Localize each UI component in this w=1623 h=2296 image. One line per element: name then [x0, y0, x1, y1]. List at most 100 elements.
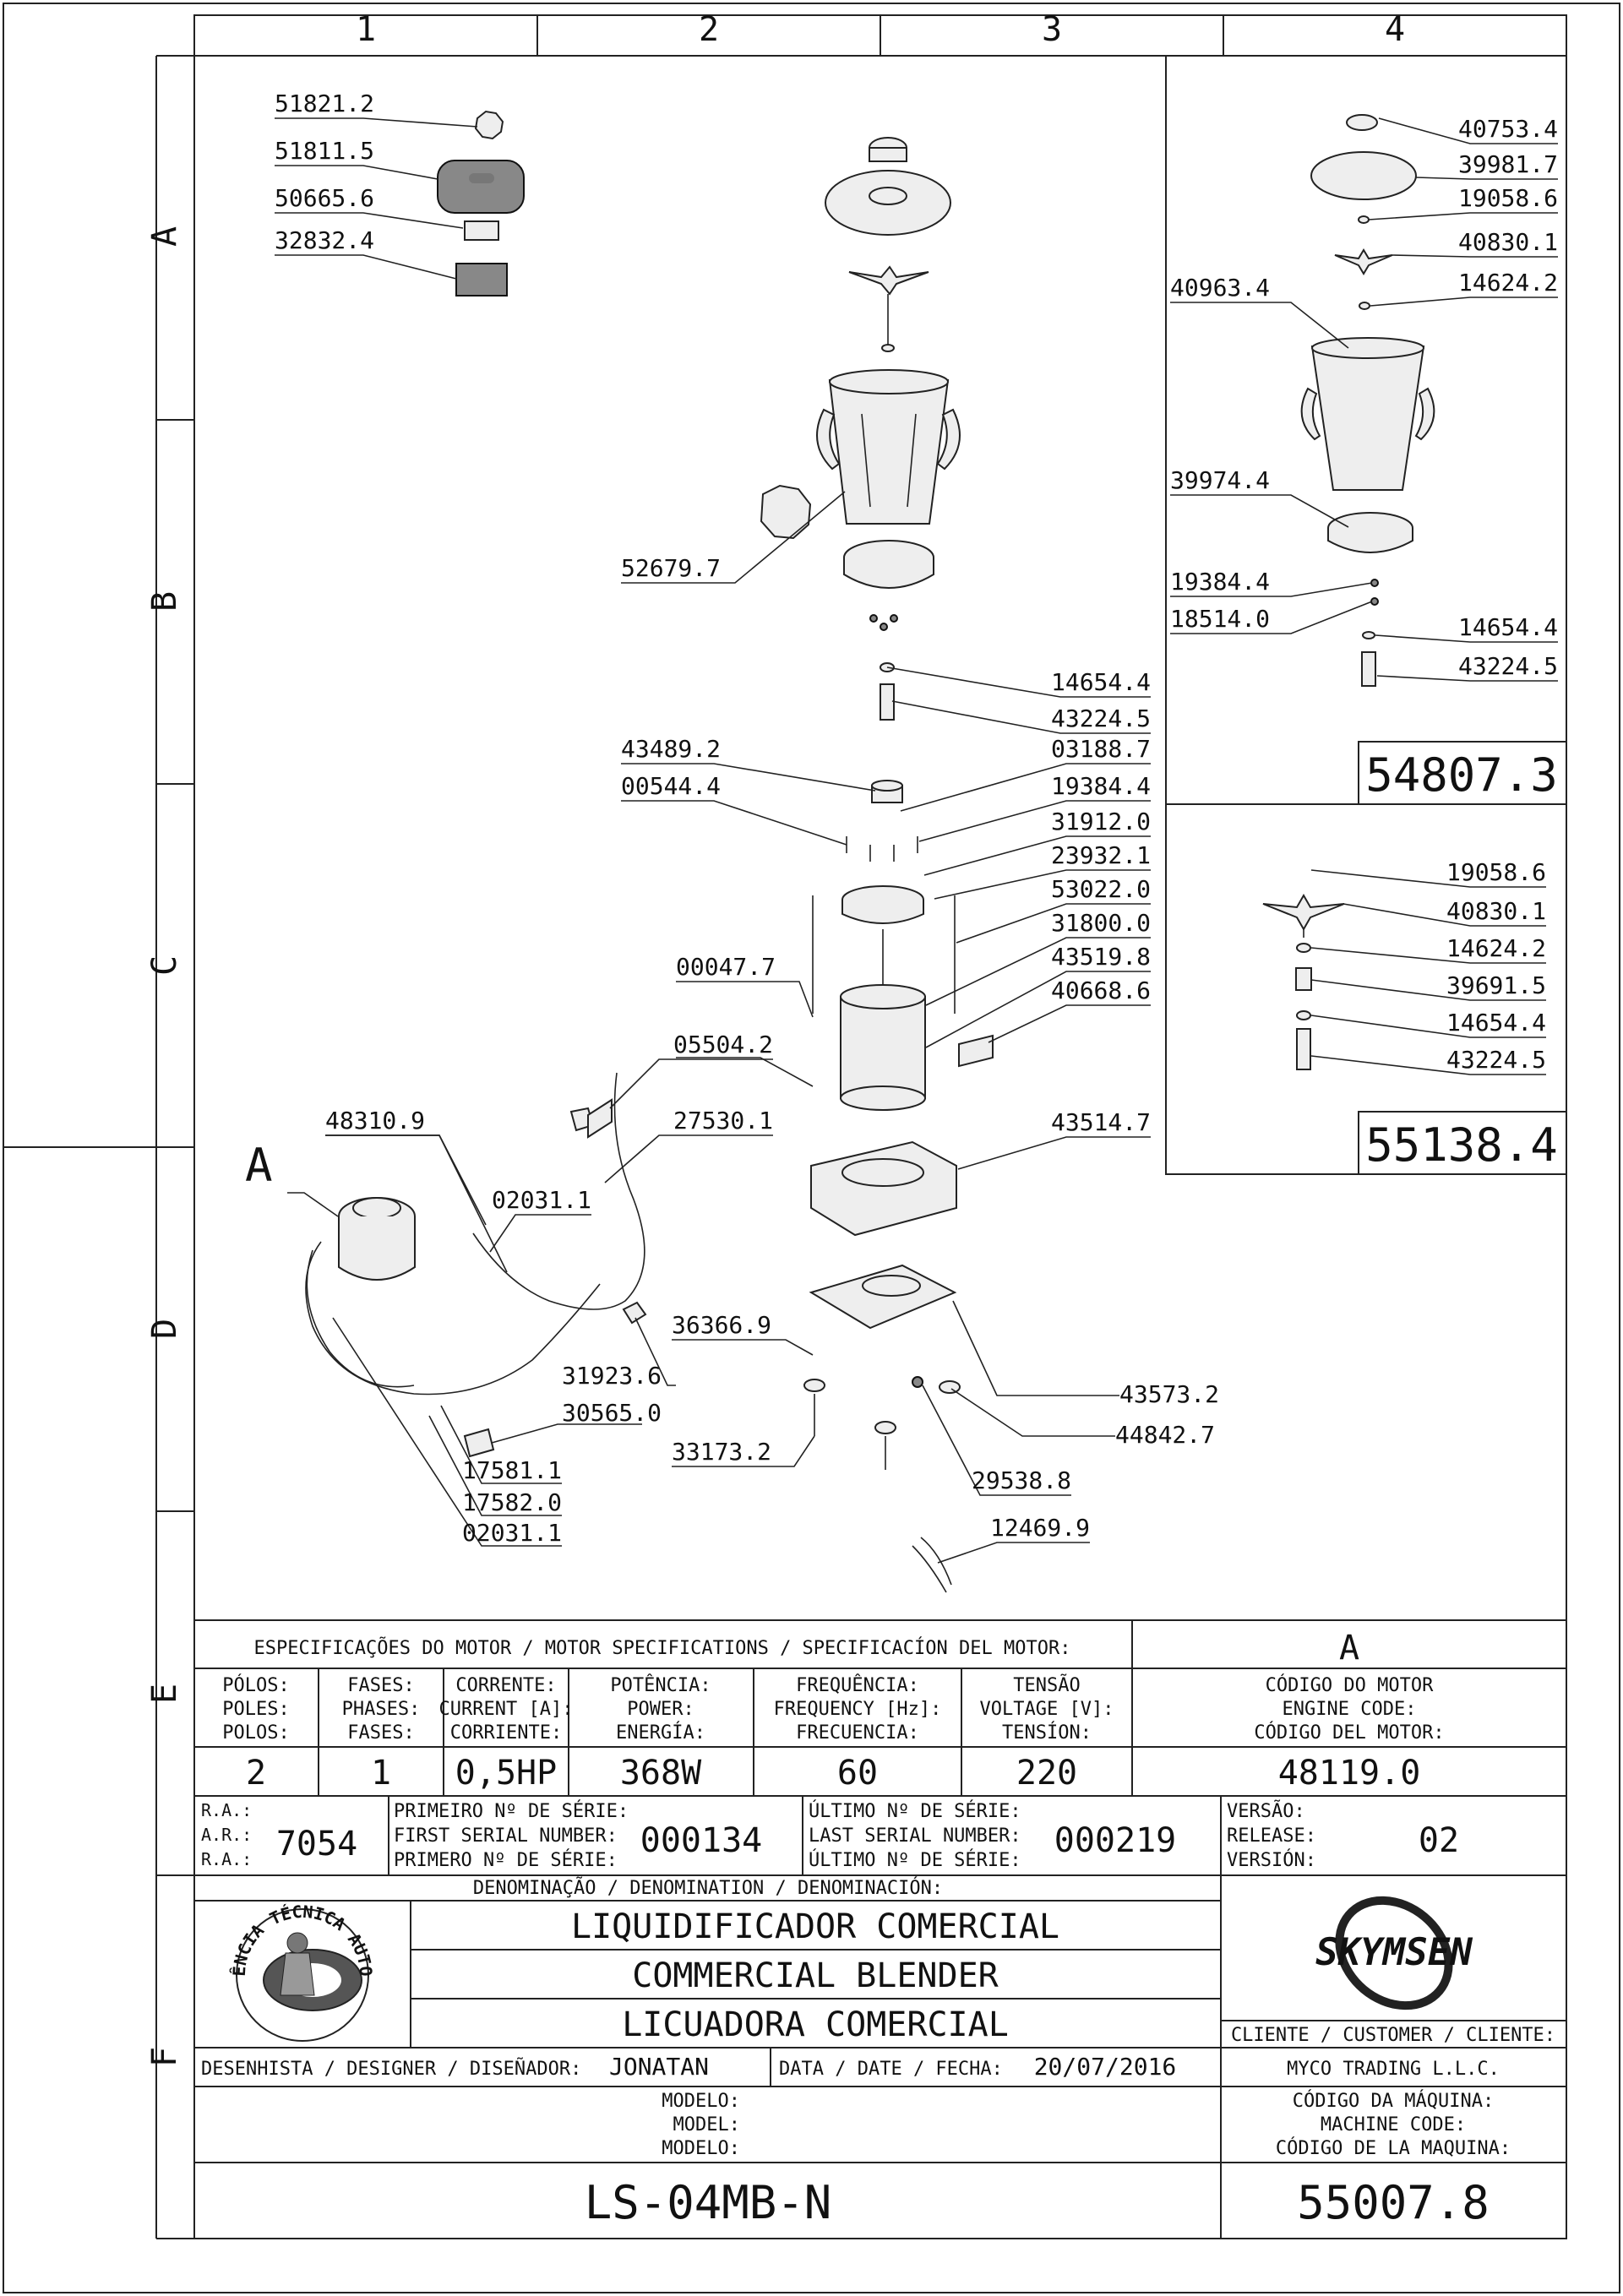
callout-00544-4: 00544.4	[621, 772, 721, 800]
callout-43224-5: 43224.5	[1051, 705, 1151, 732]
kit2-callout-40830-1: 40830.1	[1446, 897, 1546, 925]
ra-label-1: R.A.:	[201, 1800, 252, 1820]
kit-panel-blade-assembly: 55138.4 19058.6 40830.1 14624.2 39691.5 …	[1165, 803, 1567, 1175]
spec-header-power-es: ENERGÍA:	[616, 1722, 705, 1744]
kit-code-54807-3: 54807.3	[1365, 748, 1558, 802]
coupling-shaft-part	[880, 683, 895, 721]
spec-header-engine-code-en: ENGINE CODE:	[1283, 1699, 1417, 1720]
kit-callout-18514-0: 18514.0	[1170, 605, 1270, 633]
callout-51811-5: 51811.5	[275, 137, 374, 165]
kit-screw-a	[1370, 579, 1379, 587]
last-serial-label-pt: ÚLTIMO Nº DE SÉRIE:	[809, 1800, 1021, 1822]
jar-rim	[829, 369, 949, 394]
spec-value-poles: 2	[246, 1754, 266, 1793]
kit-callout-40963-4: 40963.4	[1170, 274, 1270, 302]
spec-header-current-es: CORRIENTE:	[450, 1722, 562, 1744]
callout-02031-1-a: 02031.1	[492, 1186, 591, 1214]
motor-housing-top	[840, 984, 926, 1009]
spec-value-phases: 1	[371, 1754, 391, 1793]
blade-part	[848, 265, 929, 296]
jar-lid-center	[869, 187, 907, 205]
serial-number-row: R.A.: A.R.: R.A.: 7054 PRIMEIRO Nº DE SÉ…	[193, 1795, 1567, 1876]
first-serial-label-es: PRIMERO Nº DE SÉRIE:	[394, 1849, 618, 1871]
callout-02031-1-b: 02031.1	[462, 1519, 562, 1547]
spec-value-frequency: 60	[837, 1754, 878, 1793]
spec-header-frequency-es: FRECUENCIA:	[796, 1722, 919, 1744]
grid-row-b: B	[145, 591, 184, 612]
kit-panel-jar-assembly: 54807.3 40753.4 39981.7 19058.6 40830.1	[1165, 55, 1567, 805]
kit-jar-handle-left	[1300, 387, 1321, 441]
first-serial-label-en: FIRST SERIAL NUMBER:	[394, 1825, 618, 1847]
callout-51821-2: 51821.2	[275, 90, 374, 117]
first-serial-label-pt: PRIMEIRO Nº DE SÉRIE:	[394, 1800, 629, 1822]
spec-header-voltage-en: VOLTAGE [V]:	[980, 1699, 1114, 1720]
spec-variant: A	[1339, 1629, 1359, 1668]
skymsen-logo: SKYMSEN	[1315, 1896, 1473, 2010]
grid-column-4: 4	[1385, 10, 1405, 49]
spec-header-frequency: FREQUÊNCIA:	[796, 1674, 919, 1696]
motor-housing-bottom	[840, 1085, 926, 1111]
spec-header-frequency-en: FREQUENCY [Hz]:	[774, 1699, 942, 1720]
spec-header-phases: FASES:	[347, 1675, 414, 1696]
ra-label-2: A.R.:	[201, 1825, 252, 1845]
grid-row-labels: A B C D E F	[145, 226, 184, 2067]
callout-31912-0: 31912.0	[1051, 808, 1151, 835]
grid-row-f: F	[145, 2047, 184, 2067]
brand-name: SKYMSEN	[1315, 1931, 1473, 1974]
coupling-cover-side	[841, 900, 924, 924]
kit2-blade	[1262, 893, 1345, 932]
product-name-es: LICUADORA COMERCIAL	[622, 2005, 1009, 2044]
callout-05504-2: 05504.2	[673, 1031, 773, 1058]
kit-jar	[1310, 345, 1425, 491]
first-serial-value: 000134	[640, 1821, 763, 1860]
callout-40668-6: 40668.6	[1051, 977, 1151, 1004]
spec-value-current: 0,5HP	[455, 1754, 557, 1793]
switch-part	[463, 1428, 495, 1458]
bottom-plate-ring	[862, 1275, 921, 1297]
kit-callout-40830-1: 40830.1	[1458, 228, 1558, 256]
kit-screw-b	[1370, 597, 1379, 606]
spec-value-power: 368W	[620, 1754, 702, 1793]
callout-31923-6: 31923.6	[562, 1362, 662, 1390]
foot-part-c	[874, 1421, 896, 1434]
callout-32832-4: 32832.4	[275, 226, 374, 254]
kit-callout-43224-5: 43224.5	[1458, 652, 1558, 680]
foot-part-a	[803, 1379, 825, 1392]
kit-callout-19058-6: 19058.6	[1458, 184, 1558, 212]
customer-label: CLIENTE / CUSTOMER / CLIENTE:	[1231, 2025, 1555, 2046]
spec-header-phases-en: PHASES:	[342, 1699, 421, 1720]
designer-value: JONATAN	[609, 2053, 709, 2081]
kit-washer-2	[1362, 631, 1375, 639]
authorized-service-logo: ASSISTÊNCIA TÉCNICA AUTORIZADA	[0, 0, 376, 2042]
callout-43514-7: 43514.7	[1051, 1108, 1151, 1136]
machine-code-label-pt: CÓDIGO DA MÁQUINA:	[1293, 2090, 1494, 2112]
kit2-washer-b	[1296, 1010, 1311, 1020]
bottom-plate-part	[809, 1264, 957, 1330]
version-value: 02	[1419, 1821, 1459, 1860]
kit2-callout-14624-2: 14624.2	[1446, 934, 1546, 962]
connector-part	[622, 1301, 647, 1325]
callout-03188-7: 03188.7	[1051, 735, 1151, 763]
machine-code-label-es: CÓDIGO DE LA MAQUINA:	[1276, 2137, 1511, 2159]
parts-illustration	[305, 110, 994, 1593]
spec-header-power: POTÊNCIA:	[610, 1674, 711, 1696]
spec-header-current: CORRENTE:	[455, 1675, 556, 1696]
grid-row-e: E	[145, 1684, 184, 1704]
grid-column-2: 2	[699, 10, 719, 49]
base-housing-part	[810, 1140, 957, 1237]
last-serial-value: 000219	[1054, 1821, 1177, 1860]
grid-column-labels: 1 2 3 4	[356, 10, 1405, 49]
switch-cover-part	[455, 263, 508, 297]
callout-30565-0: 30565.0	[562, 1399, 662, 1427]
spec-header-poles: PÓLOS:	[222, 1674, 289, 1696]
last-serial-label-es: ÚLTIMO Nº DE SÉRIE:	[809, 1849, 1021, 1871]
callout-labels: 51821.2 51811.5 50665.6 32832.4 52679.7 …	[245, 90, 1219, 1547]
authorized-service-logo-text: ASSISTÊNCIA TÉCNICA AUTORIZADA	[0, 0, 376, 1977]
detail-letter: A	[245, 1139, 273, 1192]
callout-43489-2: 43489.2	[621, 735, 721, 763]
callout-44842-7: 44842.7	[1115, 1421, 1215, 1449]
callout-52679-7: 52679.7	[621, 554, 721, 582]
callout-43519-8: 43519.8	[1051, 943, 1151, 971]
kit2-sleeve	[1295, 967, 1312, 991]
grid-column-3: 3	[1042, 10, 1062, 49]
